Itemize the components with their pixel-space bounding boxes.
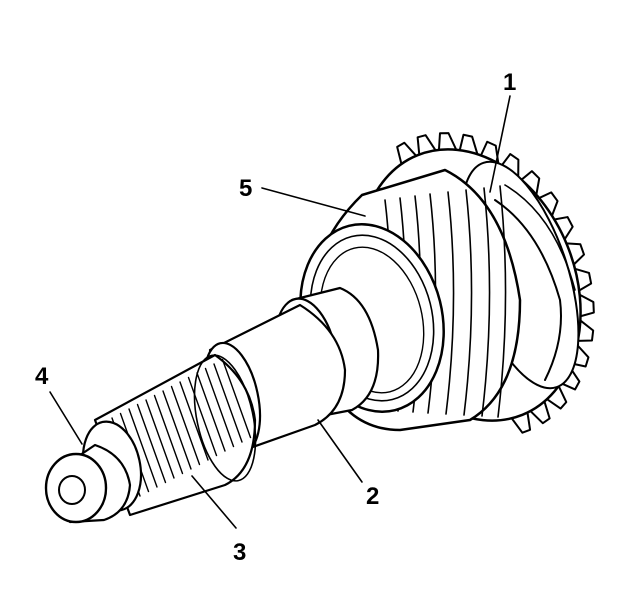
- callout-1: 1: [503, 69, 516, 96]
- leader-line-5: [261, 187, 366, 217]
- leader-lines: [49, 95, 511, 529]
- spline-tooth: [187, 376, 218, 457]
- gear-tooth: [520, 170, 541, 196]
- spline-tooth: [196, 372, 226, 452]
- gear-tooth: [396, 141, 418, 165]
- spline-tooth: [204, 367, 235, 448]
- gear-tooth: [500, 153, 520, 179]
- gear-tooth: [538, 191, 559, 217]
- gear-tooth: [529, 400, 551, 425]
- gear-tooth: [570, 343, 590, 368]
- gear-tooth: [578, 293, 595, 318]
- bearing-roller: [463, 189, 473, 416]
- bearing-roller: [445, 191, 455, 415]
- leader-line-2: [317, 419, 363, 483]
- gear-tooth: [510, 411, 532, 434]
- gear-tooth: [559, 365, 581, 391]
- callout-2: 2: [366, 483, 379, 510]
- gear-tooth: [576, 319, 595, 342]
- gear-teeth: [396, 132, 595, 434]
- spline-tooth: [213, 363, 243, 443]
- gear-tooth: [546, 385, 568, 410]
- callouts: 1 2 3 4 5: [35, 69, 516, 566]
- spline-tooth: [145, 399, 175, 479]
- gear-tooth: [573, 267, 593, 292]
- spline-tooth: [162, 390, 192, 470]
- gear-tooth: [565, 242, 585, 266]
- callout-5: 5: [239, 175, 252, 202]
- bearing-roller: [481, 187, 491, 417]
- shaft-tip: [44, 420, 143, 524]
- gear-tooth: [553, 216, 574, 241]
- spline-tooth: [170, 385, 201, 466]
- bearing-roller: [497, 185, 507, 418]
- gear-tooth: [458, 133, 479, 156]
- spline-tooth: [136, 403, 167, 484]
- spline-tooth: [221, 358, 252, 439]
- spline-tooth: [128, 408, 158, 488]
- gear-tooth: [437, 132, 458, 151]
- leader-line-1: [489, 95, 511, 193]
- spline-tooth: [153, 394, 184, 475]
- leader-line-4: [49, 391, 83, 445]
- leader-line-3: [191, 475, 237, 529]
- gear-tooth: [416, 134, 437, 156]
- callout-4: 4: [35, 363, 49, 390]
- spline-tooth: [179, 381, 209, 461]
- callout-3: 3: [233, 539, 246, 566]
